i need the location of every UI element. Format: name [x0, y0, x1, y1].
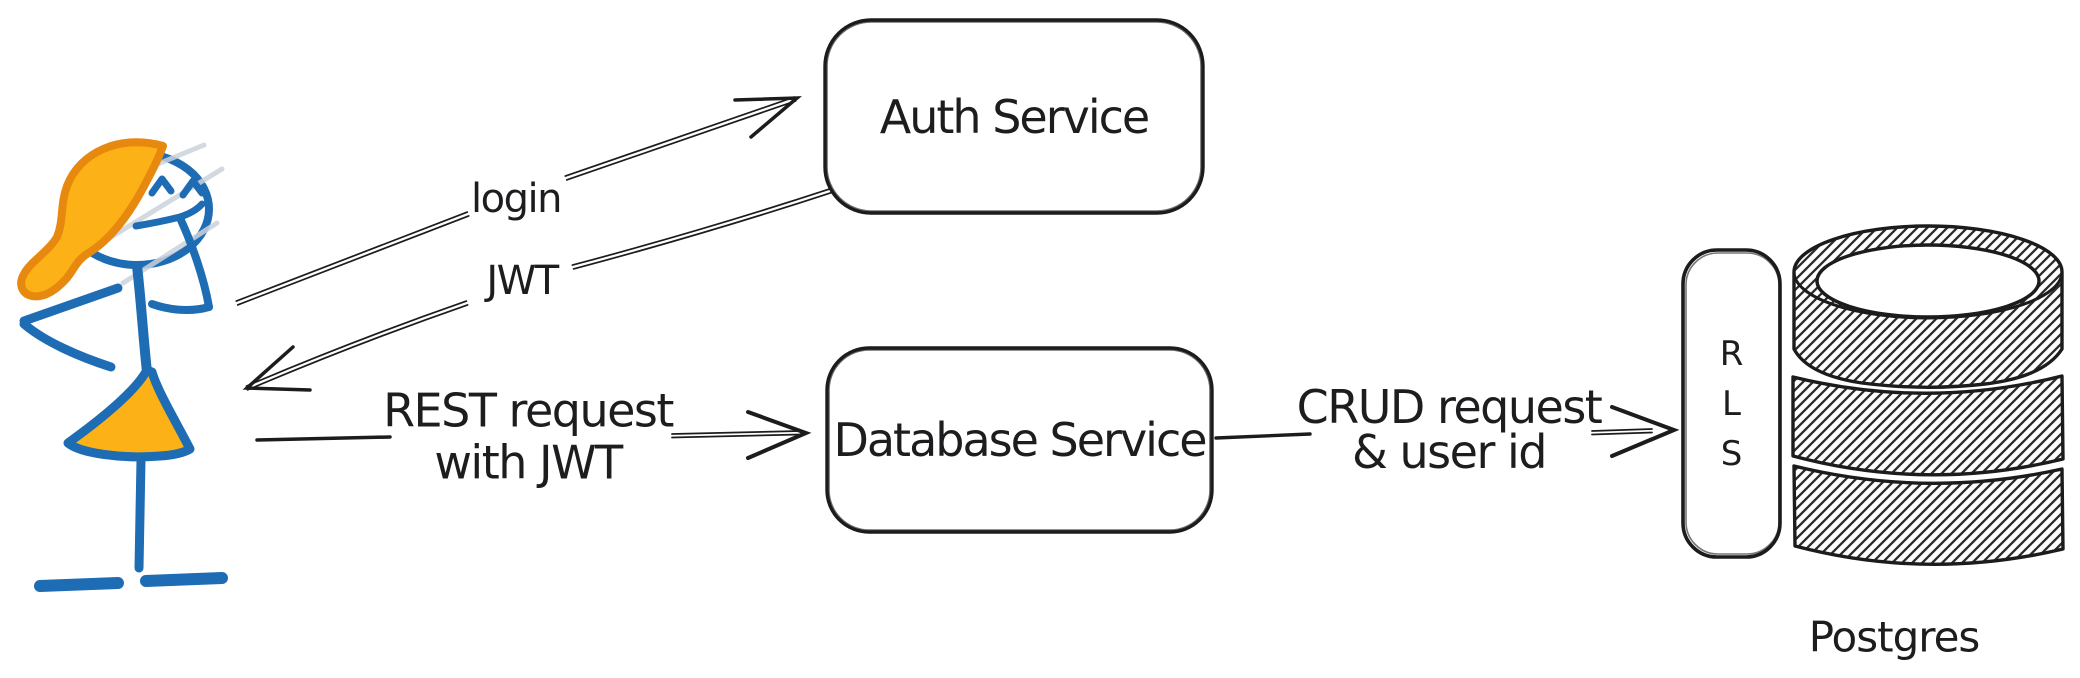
auth-service-box — [823, 18, 1205, 215]
crud-arrowhead — [1610, 405, 1680, 458]
user-leg — [134, 455, 146, 573]
rest-arrowhead — [746, 410, 812, 460]
user-feet — [34, 572, 228, 592]
user-hip-arm — [19, 283, 123, 372]
user-thinking-arm — [148, 214, 213, 315]
crud-request-label-line2: & user id — [1352, 425, 1547, 479]
postgres-caption: Postgres — [1808, 612, 1981, 662]
cylinder-opening — [1815, 243, 2041, 319]
login-arrowhead — [733, 96, 802, 139]
rls-letter-s: S — [1720, 433, 1743, 474]
user-figure — [17, 138, 228, 592]
database-service-label: Database Service — [833, 413, 1207, 467]
crud-arrow — [1214, 405, 1680, 458]
cylinder-bottom-band — [1792, 464, 2065, 566]
user-eyes — [148, 175, 206, 199]
rls-letter-l: L — [1722, 383, 1741, 424]
rest-request-label-line2: with JWT — [434, 435, 623, 489]
crud-request-label: CRUD request & user id — [1296, 379, 1603, 479]
user-hair — [17, 138, 167, 301]
rest-arrow — [255, 410, 812, 460]
crud-request-label-line1: CRUD request — [1296, 379, 1603, 434]
user-torso — [132, 261, 152, 377]
user-skirt — [63, 365, 195, 462]
rls-letter-r: R — [1719, 333, 1744, 374]
rls-label: R L S — [1683, 250, 1780, 557]
database-service-box — [825, 346, 1214, 534]
rest-request-label-line1: REST request — [383, 383, 674, 438]
rls-box — [1681, 248, 1782, 559]
jwt-arrowhead — [242, 345, 312, 392]
auth-service-label: Auth Service — [879, 89, 1150, 144]
login-arrow-label: login — [471, 176, 562, 222]
login-arrow — [235, 96, 802, 306]
cylinder-middle-band — [1791, 374, 2065, 477]
jwt-arrow — [242, 187, 835, 392]
postgres-database-icon — [1791, 224, 2065, 566]
rest-request-label: REST request with JWT — [383, 383, 674, 489]
jwt-arrow-label: JWT — [486, 258, 559, 304]
